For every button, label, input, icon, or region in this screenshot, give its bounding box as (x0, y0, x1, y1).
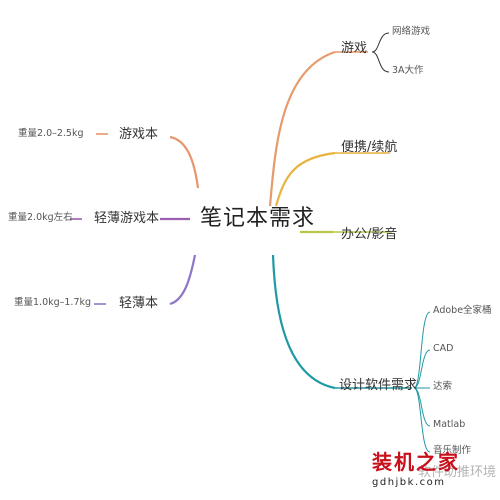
note-ultrabook-weight: 重量1.0kg–1.7kg (14, 297, 92, 308)
leaf-aaa-games: 3A大作 (392, 65, 424, 76)
branch-gaming-laptop: 游戏本 (119, 127, 159, 142)
link-games (268, 50, 336, 207)
link-ultrabook (169, 254, 197, 306)
watermark-ghost-text: 软件助推环境 (418, 465, 497, 480)
leaf-dassault: 达索 (433, 381, 453, 392)
note-thin-gaming-weight: 重量2.0kg左右 (8, 212, 73, 223)
link-design (271, 254, 336, 390)
games-bracket (371, 32, 390, 73)
branch-thin-gaming-laptop: 轻薄游戏本 (94, 211, 160, 226)
leaf-online-games: 网络游戏 (392, 26, 431, 37)
branch-portable: 便携/续航 (341, 140, 398, 155)
link-portable (274, 151, 336, 207)
design-bracket (413, 311, 431, 453)
watermark-url: gdhjbk.com (372, 477, 446, 488)
branch-design: 设计软件需求 (339, 378, 418, 393)
leaf-adobe: Adobe全家桶 (433, 305, 492, 316)
watermark-brand: 装机之家 (372, 450, 460, 474)
central-topic: 笔记本需求 (200, 206, 316, 231)
branch-ultrabook: 轻薄本 (119, 296, 159, 311)
leaf-cad: CAD (433, 343, 454, 354)
leaf-matlab: Matlab (433, 419, 466, 430)
branch-office: 办公/影音 (341, 227, 398, 242)
link-gaming-laptop (169, 135, 200, 189)
note-gaming-laptop-weight: 重量2.0–2.5kg (18, 128, 84, 139)
branch-games: 游戏 (341, 41, 368, 56)
leaf-music-production: 音乐制作 (433, 445, 472, 456)
